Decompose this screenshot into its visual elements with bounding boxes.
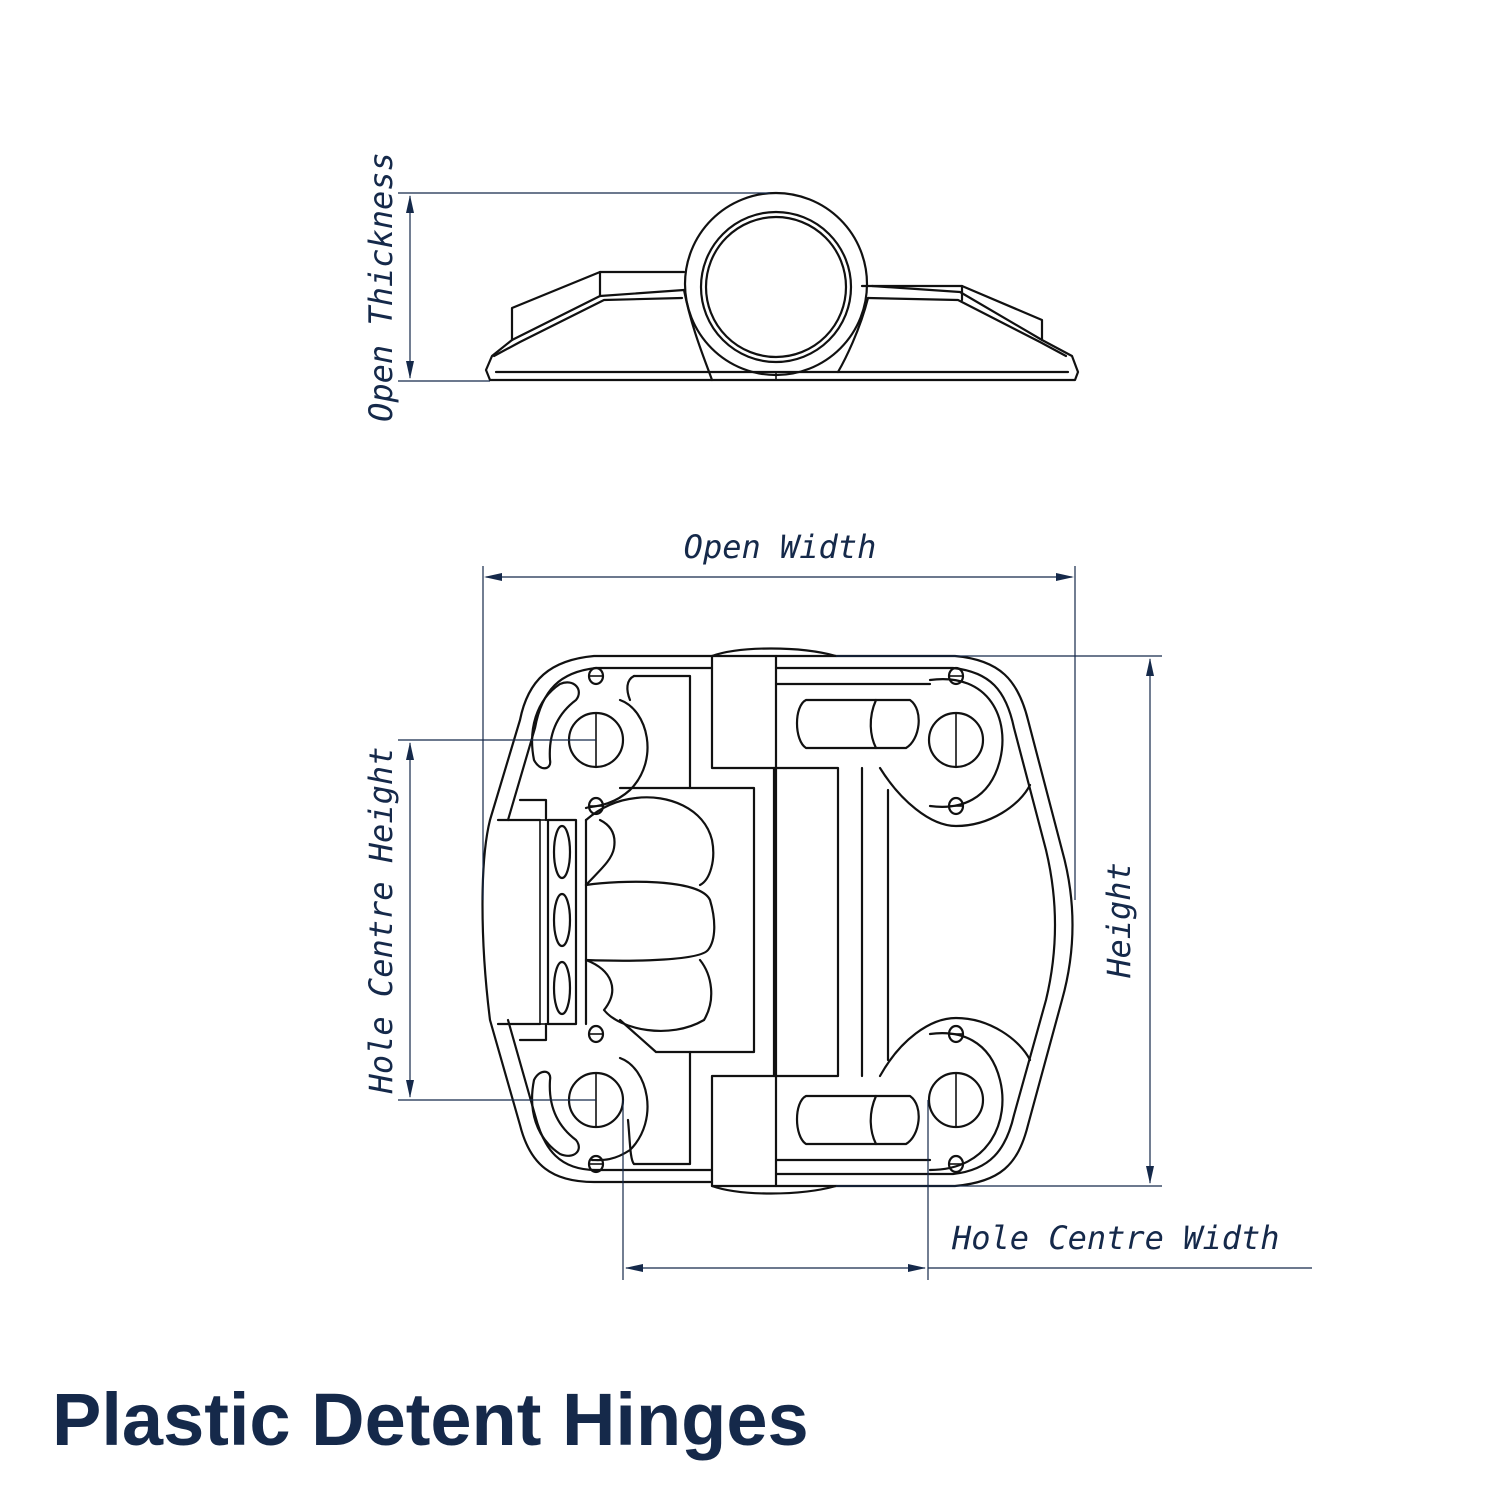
open-width-label: Open Width (684, 528, 877, 566)
open-thickness-dimension: Open Thickness (362, 152, 770, 422)
hole-centre-height-label: Hole Centre Height (362, 747, 400, 1095)
open-width-dimension: Open Width (482, 528, 1076, 900)
mounting-hole-bottom-right (878, 1016, 1032, 1172)
mounting-hole-top-left (567, 698, 649, 810)
height-label: Height (1100, 862, 1138, 979)
hole-centre-width-dimension: Hole Centre Width (622, 1100, 1312, 1280)
open-thickness-label: Open Thickness (362, 152, 400, 422)
page-title: Plastic Detent Hinges (52, 1378, 809, 1461)
side-view (484, 191, 1080, 382)
mounting-hole-bottom-left (567, 1056, 649, 1162)
hole-centre-width-label: Hole Centre Width (951, 1219, 1280, 1257)
mounting-hole-top-right (878, 678, 1032, 828)
height-dimension: Height (836, 655, 1162, 1187)
pin-holes (587, 666, 965, 1174)
top-view (481, 647, 1074, 1195)
hole-centre-height-dimension: Hole Centre Height (362, 739, 596, 1101)
